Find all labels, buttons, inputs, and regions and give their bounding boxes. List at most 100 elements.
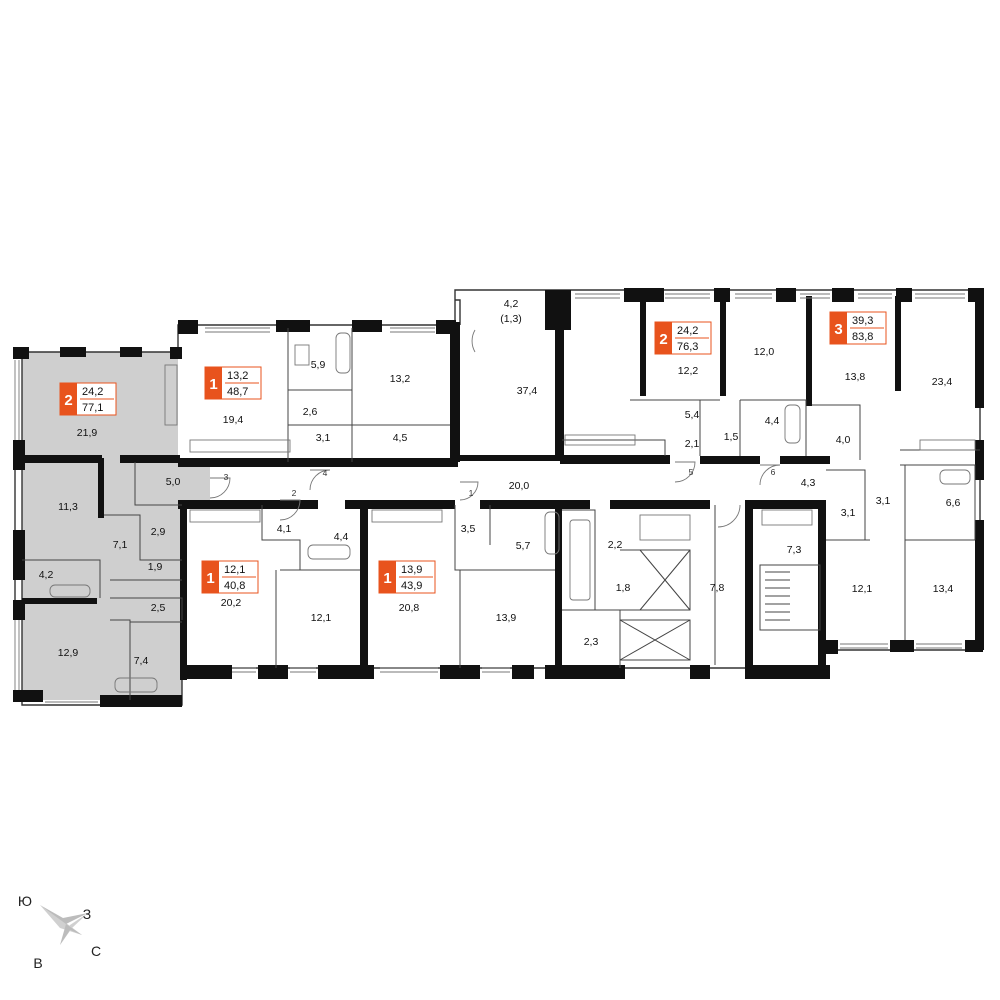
compass-rose: З Ю В С — [18, 893, 101, 971]
room-area: 19,4 — [223, 414, 244, 426]
room-area: 12,1 — [311, 612, 332, 624]
room-area: 3,1 — [841, 507, 856, 519]
room-count-box — [60, 383, 77, 415]
room-area: 12,2 — [678, 365, 699, 377]
compass-north: С — [91, 943, 101, 959]
room-area: 2,3 — [584, 636, 599, 648]
room-area: 7,8 — [710, 582, 725, 594]
room-area: 4,2 — [504, 298, 519, 310]
room-area: 4,2 — [39, 569, 54, 581]
selected-apartment-fill[interactable] — [22, 352, 210, 700]
room-area: 2,5 — [151, 602, 166, 614]
room-area: 4,5 — [393, 432, 408, 444]
fixtures — [49, 332, 976, 693]
room-area: 1,5 — [724, 431, 739, 443]
room-count: 1 — [383, 570, 391, 587]
room-area: 37,4 — [517, 385, 538, 397]
room-area: 13,8 — [845, 371, 866, 383]
apartment-badge[interactable]: 1 12,1 40,8 — [201, 560, 259, 594]
door-number: 4 — [323, 468, 328, 478]
room-area: 23,4 — [932, 376, 953, 388]
door-number: 5 — [689, 467, 694, 477]
room-area: 7,1 — [113, 539, 128, 551]
room-area: 12,0 — [754, 346, 775, 358]
room-area: 5,7 — [516, 540, 531, 552]
room-area: 7,3 — [787, 544, 802, 556]
room-area: 21,9 — [77, 427, 98, 439]
room-area: 20,8 — [399, 602, 420, 614]
room-area: 13,9 — [496, 612, 517, 624]
compass-south: Ю — [18, 893, 32, 909]
apartment-badge[interactable]: 3 39,3 83,8 — [829, 311, 887, 345]
room-area: 2,6 — [303, 406, 318, 418]
compass-rose-icon — [40, 905, 88, 924]
room-area: 20,2 — [221, 597, 242, 609]
apartment-badge[interactable]: 2 24,2 77,1 — [59, 382, 117, 416]
room-area: 5,0 — [166, 476, 181, 488]
walls — [13, 288, 984, 707]
room-count: 1 — [206, 570, 214, 587]
room-count-box — [205, 367, 222, 399]
room-count: 1 — [209, 376, 217, 393]
total-area: 83,8 — [852, 331, 873, 343]
apartment-badge[interactable]: 1 13,2 48,7 — [204, 366, 262, 400]
apartment-badge[interactable]: 1 13,9 43,9 — [378, 560, 436, 594]
room-area: 11,3 — [58, 501, 78, 513]
door-number: 2 — [292, 488, 297, 498]
room-count-box — [655, 322, 672, 354]
room-area: 13,4 — [933, 583, 954, 595]
room-count-box — [379, 561, 396, 593]
room-area: 12,9 — [58, 647, 79, 659]
living-area: 13,2 — [227, 370, 248, 382]
room-area: 7,4 — [134, 655, 149, 667]
living-area: 13,9 — [401, 564, 422, 576]
living-area: 39,3 — [852, 315, 873, 327]
room-area: 4,4 — [765, 415, 780, 427]
room-area: 4,1 — [277, 523, 292, 535]
room-area: 4,4 — [334, 531, 349, 543]
partitions — [22, 328, 980, 700]
room-area: 12,1 — [852, 583, 873, 595]
windows — [14, 293, 965, 703]
room-area: (1,3) — [500, 313, 522, 325]
door-number: 1 — [469, 488, 474, 498]
total-area: 77,1 — [82, 402, 103, 414]
room-area: 4,3 — [801, 477, 816, 489]
doors — [209, 329, 781, 528]
living-area: 24,2 — [82, 386, 103, 398]
room-count-box — [202, 561, 219, 593]
compass-rose-icon — [60, 924, 82, 945]
total-area: 76,3 — [677, 341, 698, 353]
room-area: 3,1 — [876, 495, 891, 507]
entrance-door-numbers: 1 2 3 4 5 6 — [224, 467, 776, 498]
room-count-box — [830, 312, 847, 344]
room-area: 2,2 — [608, 539, 623, 551]
total-area: 43,9 — [401, 580, 422, 592]
room-area: 4,0 — [836, 434, 851, 446]
room-area-labels: 21,9 5,0 11,3 2,9 7,1 4,2 1,9 2,5 12,9 7… — [39, 298, 961, 667]
compass-east: В — [33, 955, 42, 971]
total-area: 48,7 — [227, 386, 248, 398]
room-area: 20,0 — [509, 480, 530, 492]
living-area: 12,1 — [224, 564, 245, 576]
room-area: 2,1 — [685, 438, 700, 450]
room-area: 5,9 — [311, 359, 326, 371]
door-number: 3 — [224, 472, 229, 482]
total-area: 40,8 — [224, 580, 245, 592]
door-number: 6 — [771, 467, 776, 477]
compass-west: З — [83, 906, 91, 922]
room-area: 1,8 — [616, 582, 631, 594]
room-area: 5,4 — [685, 409, 700, 421]
room-area: 6,6 — [946, 497, 961, 509]
room-area: 1,9 — [148, 561, 163, 573]
room-count: 2 — [659, 331, 667, 348]
room-area: 3,1 — [316, 432, 331, 444]
room-count: 2 — [64, 392, 72, 409]
room-area: 2,9 — [151, 526, 166, 538]
room-count: 3 — [834, 321, 842, 338]
room-area: 3,5 — [461, 523, 476, 535]
room-area: 13,2 — [390, 373, 411, 385]
